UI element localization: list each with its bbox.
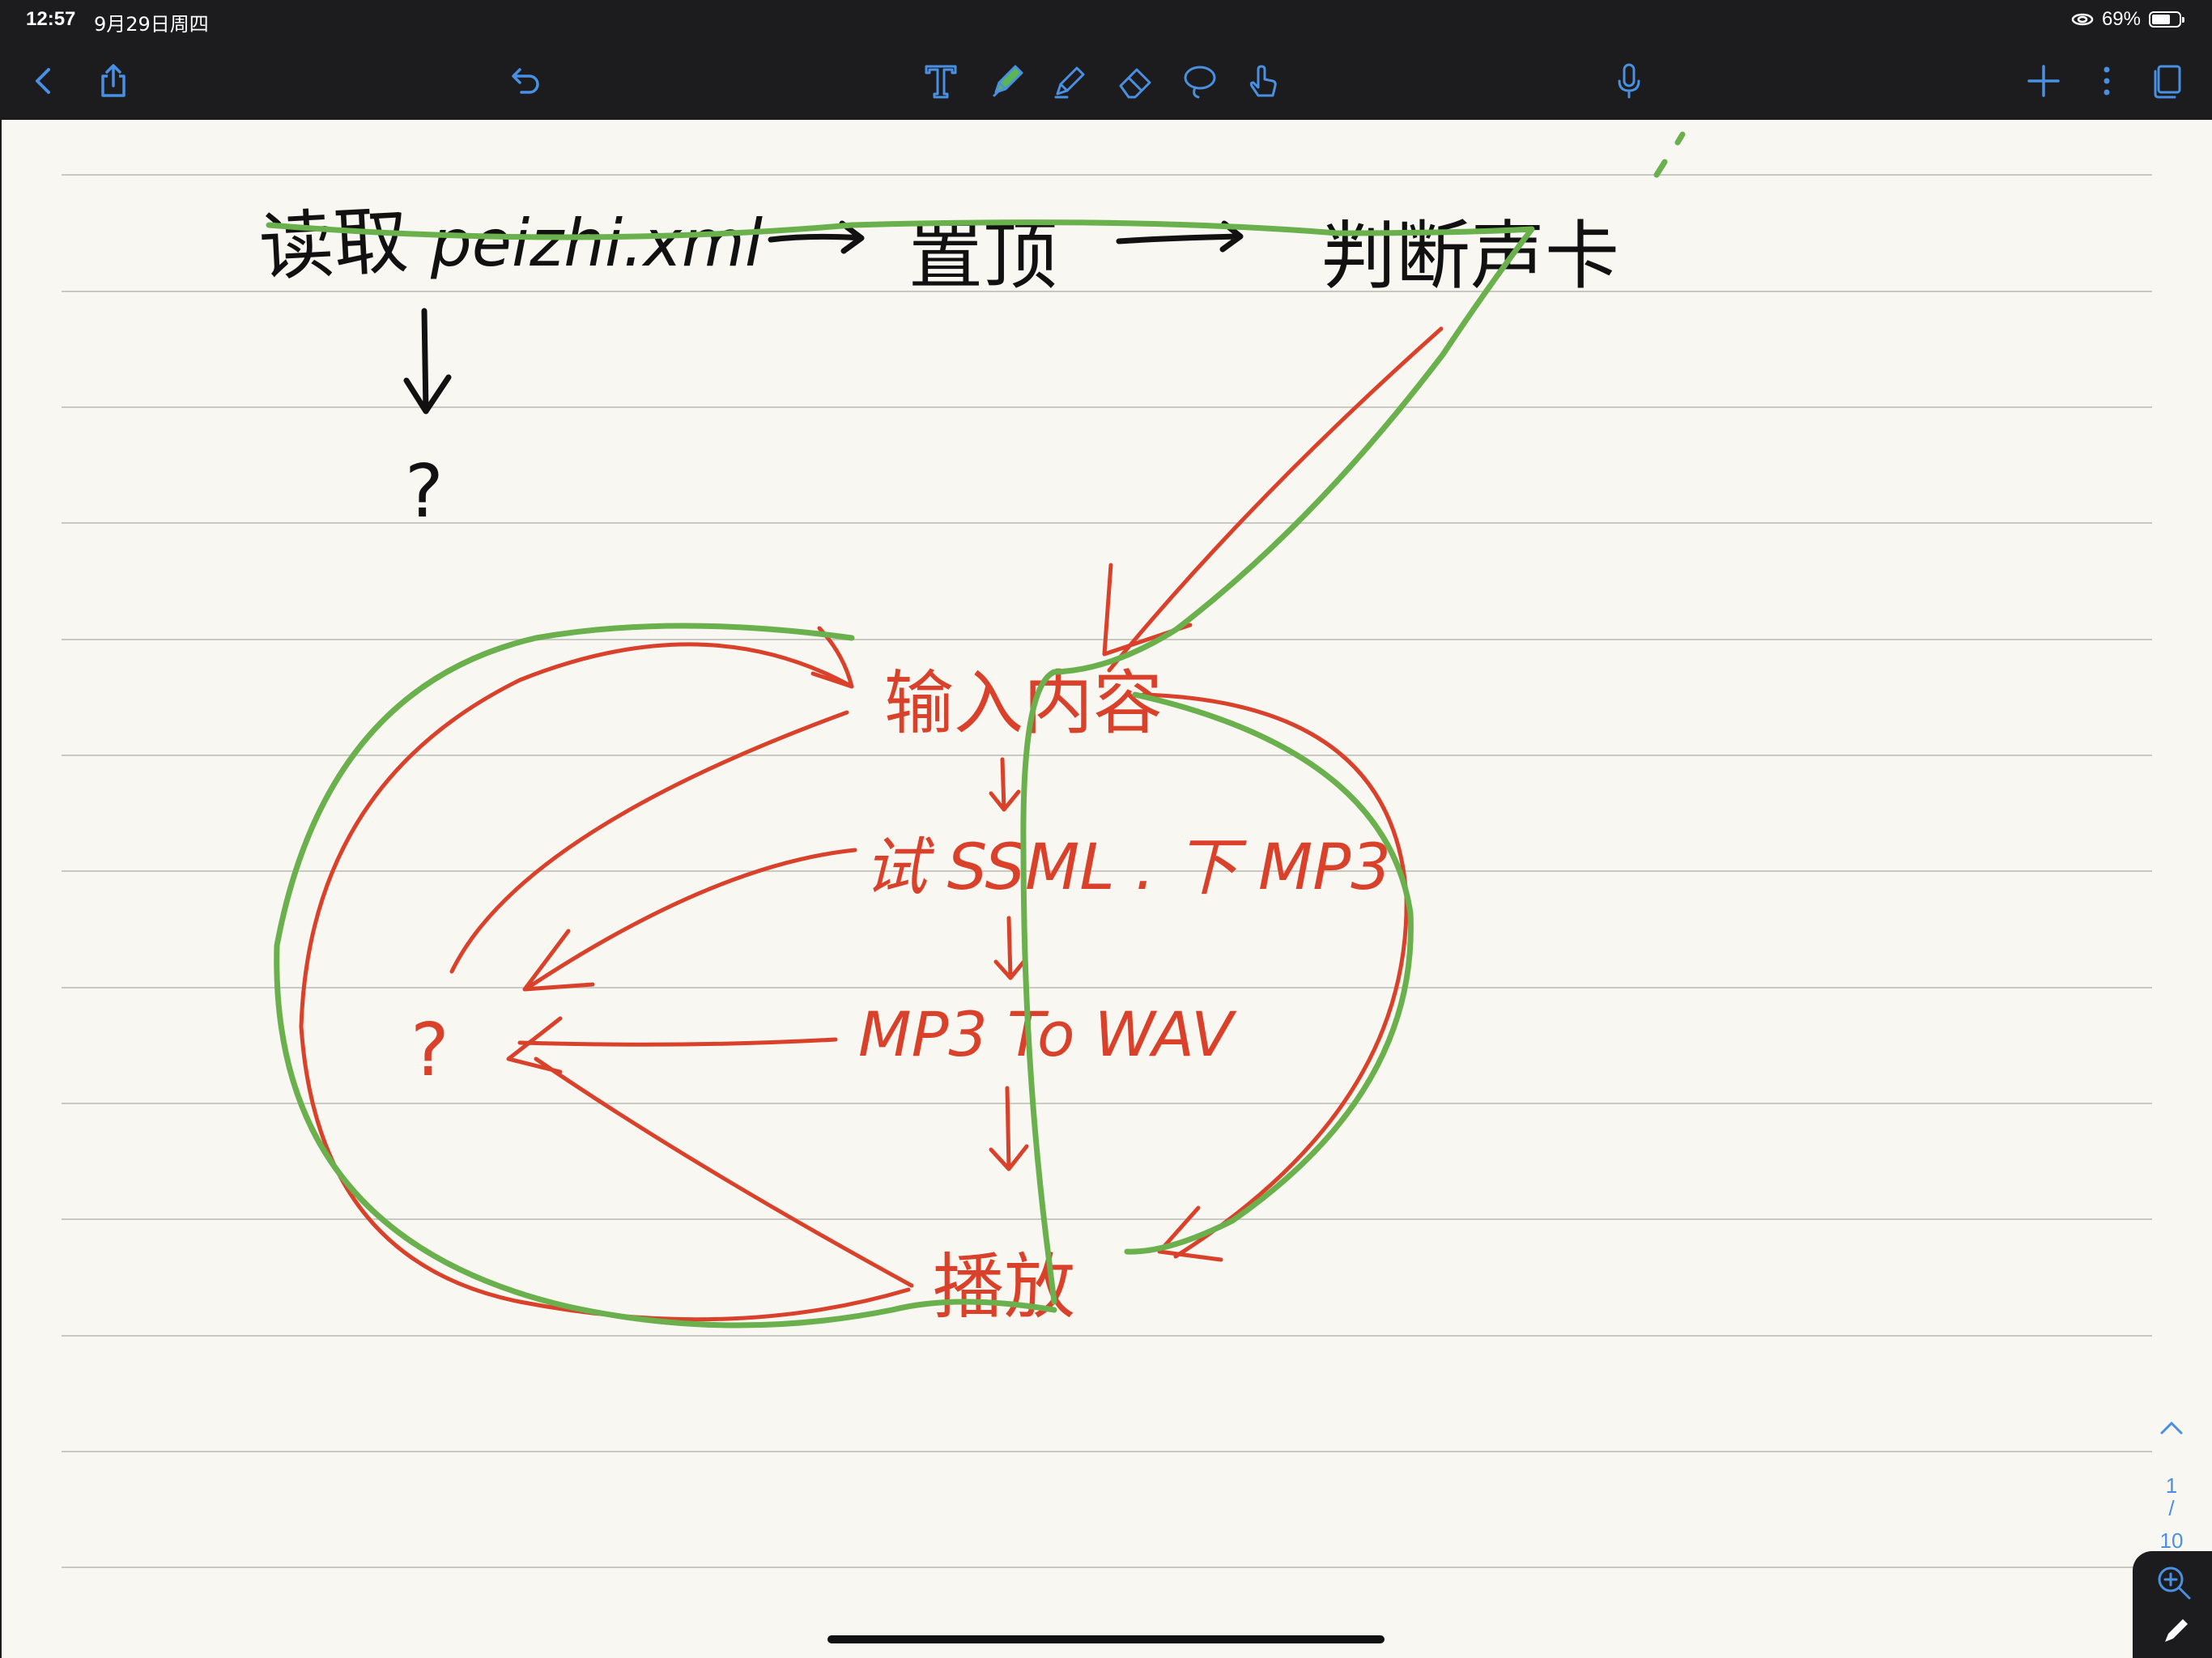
- status-time: 12:57: [26, 8, 76, 30]
- text-tool-icon: [925, 65, 957, 99]
- red-arrow-1: [989, 757, 1021, 812]
- hw-ssml: 试 SSML . 下 MP3: [864, 831, 1391, 904]
- zoom-widget: [2133, 1551, 2212, 1658]
- eraser-icon: [1119, 68, 1151, 99]
- hw-file: peizhi.xml: [430, 206, 763, 281]
- page-separator: /: [2168, 1496, 2175, 1520]
- battery-percent: 69%: [2101, 8, 2141, 30]
- status-bar: 12:57 9月29日周四 69%: [0, 0, 2212, 39]
- share-icon: [101, 64, 125, 97]
- add-button[interactable]: [2018, 55, 2069, 107]
- highlighter-button[interactable]: [1044, 55, 1096, 107]
- pen-icon: [993, 65, 1023, 97]
- green-strokes: [266, 131, 1686, 1329]
- red-line-question-to-input: [449, 710, 849, 974]
- arrow-file-to-top: [768, 220, 865, 254]
- page-indicator: 1 / 10: [2139, 1415, 2204, 1609]
- red-arrow-judge-to-input: [1102, 326, 1444, 673]
- green-trace-left-loop: [274, 623, 1057, 1329]
- add-icon: [2027, 65, 2060, 97]
- hw-question-top: ?: [405, 449, 444, 534]
- microphone-button[interactable]: [1603, 55, 1655, 107]
- pen-tool-button[interactable]: [981, 55, 1033, 107]
- touch-tool-icon: [1249, 65, 1277, 97]
- arrow-top-to-judge: [1116, 220, 1244, 253]
- highlighter-icon: [1054, 66, 1085, 99]
- hw-input: 输入内容: [884, 663, 1163, 744]
- red-arrow-convert-to-question: [506, 1016, 838, 1074]
- red-strokes: [299, 326, 1444, 1322]
- home-indicator: [827, 1635, 1385, 1643]
- red-arrowhead-play: [1157, 1205, 1223, 1262]
- undo-icon: [512, 68, 539, 94]
- pen-mini-icon[interactable]: [2160, 1616, 2189, 1645]
- lasso-button[interactable]: [1174, 55, 1226, 107]
- text-tool-button[interactable]: [915, 55, 967, 107]
- touch-tool-button[interactable]: [1237, 55, 1289, 107]
- hw-read: 读取: [257, 197, 410, 291]
- lasso-icon: [1184, 66, 1216, 99]
- hw-top: 置顶: [908, 213, 1057, 300]
- red-line-play-to-question: [534, 1056, 914, 1288]
- more-icon: [2104, 66, 2110, 96]
- green-trace-main: [266, 219, 1535, 1305]
- current-page: 1: [2165, 1473, 2178, 1498]
- status-right: 69%: [2071, 8, 2184, 31]
- hw-convert: MP3 To WAV: [858, 998, 1237, 1070]
- ruled-lines: [62, 174, 2152, 1568]
- pages-icon: [2154, 65, 2181, 99]
- page-up-icon[interactable]: [2155, 1415, 2188, 1439]
- link-icon: [2071, 13, 2094, 26]
- hw-question-mid: ?: [410, 1008, 449, 1093]
- pages-button[interactable]: [2141, 55, 2193, 107]
- red-outer-loop-left: [299, 642, 911, 1322]
- red-arrow-3: [989, 1086, 1029, 1171]
- more-button[interactable]: [2081, 55, 2133, 107]
- red-arrow-2: [993, 916, 1027, 980]
- note-page[interactable]: 读取 peizhi.xml 置顶 判断声卡 ? 输入内容 试 SSML . 下 …: [2, 120, 2212, 1658]
- share-button[interactable]: [87, 55, 139, 107]
- green-trace-right-loop: [1124, 691, 1414, 1255]
- hw-judge: 判断声卡: [1321, 213, 1619, 300]
- back-icon: [36, 68, 50, 94]
- undo-button[interactable]: [500, 55, 552, 107]
- zoom-in-icon[interactable]: [2155, 1564, 2193, 1601]
- green-stray-mark: [1653, 131, 1686, 178]
- eraser-button[interactable]: [1109, 55, 1161, 107]
- black-arrows: [403, 220, 1244, 414]
- status-date: 9月29日周四: [94, 13, 209, 36]
- back-button[interactable]: [18, 55, 70, 107]
- toolbar: [0, 39, 2212, 120]
- battery-icon: [2149, 11, 2184, 28]
- handwriting-canvas: 读取 peizhi.xml 置顶 判断声卡 ? 输入内容 试 SSML . 下 …: [257, 131, 1686, 1329]
- arrow-read-down: [403, 308, 452, 414]
- total-pages: 10: [2159, 1528, 2184, 1553]
- red-arrow-ssml-to-question: [522, 848, 857, 992]
- red-outer-loop-right: [1141, 692, 1409, 1259]
- microphone-icon: [1618, 63, 1640, 99]
